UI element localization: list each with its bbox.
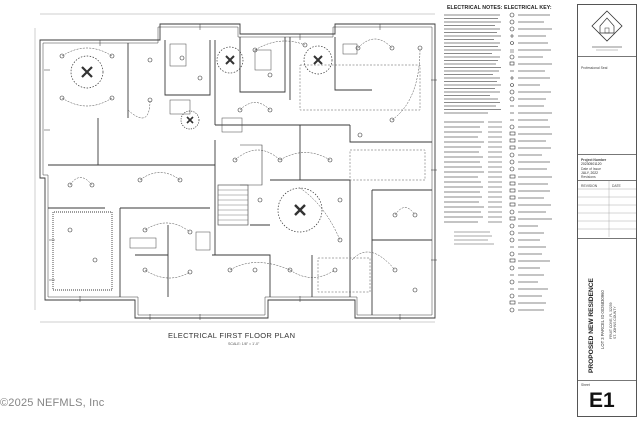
ceiling-fan-icon — [303, 45, 333, 75]
notes-text-lines — [444, 14, 501, 114]
project-number-label: Project Number — [581, 158, 607, 162]
project-number-value: 20230501120 — [581, 162, 602, 166]
key-heading-label: ELECTRICAL KEY: — [504, 5, 552, 11]
electrical-notes-panel: ELECTRICAL NOTES: ELECTRICAL KEY: — [440, 0, 575, 422]
project-name: PROPOSED NEW RESIDENCE — [588, 278, 595, 373]
professional-seal-cell: Professional Seal — [578, 57, 636, 155]
notes-heading: ELECTRICAL NOTES: ELECTRICAL KEY: — [447, 5, 552, 11]
floor-plan-drawing — [34, 13, 437, 323]
mounting-heights-table — [444, 121, 502, 223]
date-label: Date of Issue — [581, 167, 601, 171]
revision-col-header: REVISION — [581, 184, 598, 188]
ceiling-fans — [70, 45, 333, 233]
garage-outline — [299, 64, 426, 293]
project-info-cell: Project Number 20230501120 Date of Issue… — [578, 155, 636, 181]
floor-plan: ELECTRICAL FIRST FLOOR PLAN SCALE: 1/8" … — [34, 13, 437, 346]
notes-heading-label: ELECTRICAL NOTES: — [447, 5, 503, 11]
plan-scale: SCALE: 1/8" = 1'-0" — [228, 342, 260, 346]
project-name-cell: PROPOSED NEW RESIDENCE LOT 3 PARCEL ID 0… — [578, 239, 636, 381]
ceiling-fan-icon — [180, 110, 200, 130]
mls-watermark: ©2025 NEFMLS, Inc — [0, 397, 105, 409]
fixture-symbols — [129, 43, 358, 251]
date-col-header: DATE — [612, 184, 621, 188]
title-block: Professional Seal Project Number 2023050… — [577, 4, 637, 417]
electrical-key-rows — [509, 12, 552, 313]
ceiling-fan-icon — [216, 46, 244, 74]
ceiling-fan-icon — [70, 55, 104, 89]
exterior-wall-inner — [42, 26, 433, 316]
house-logo-icon — [591, 10, 623, 51]
professional-seal-label: Professional Seal — [581, 66, 608, 70]
exterior-wall — [39, 23, 436, 319]
switch-leg-arcs — [61, 38, 421, 279]
revisions-label: Revisions — [581, 175, 596, 179]
date-value: JULY, 2022 — [581, 171, 599, 175]
revisions-table: REVISION DATE — [578, 181, 636, 239]
receptacle-symbols — [44, 24, 437, 320]
dimension-lines — [34, 13, 435, 323]
sheet-number: E1 — [589, 389, 615, 412]
address-line-2: ST. JOHNS COUNTY — [613, 306, 617, 339]
ceiling-fan-icon — [277, 187, 323, 233]
notes-footnote-lines — [454, 231, 494, 245]
revisions-grid — [578, 181, 636, 237]
notes-and-key-graphic — [444, 12, 552, 313]
logo-cell — [578, 5, 636, 57]
lot-parcel: LOT 3 PARCEL ID 0026830960 — [600, 290, 605, 349]
recessed-lights — [59, 42, 423, 293]
sheet-number-cell: Sheet E1 — [578, 381, 636, 418]
plan-title: ELECTRICAL FIRST FLOOR PLAN — [168, 331, 296, 340]
sheet-label: Sheet — [581, 383, 590, 387]
stair-symbol — [217, 184, 249, 226]
project-address: FRUIT COVE, FL 32259 ST. JOHNS COUNTY — [609, 302, 617, 339]
